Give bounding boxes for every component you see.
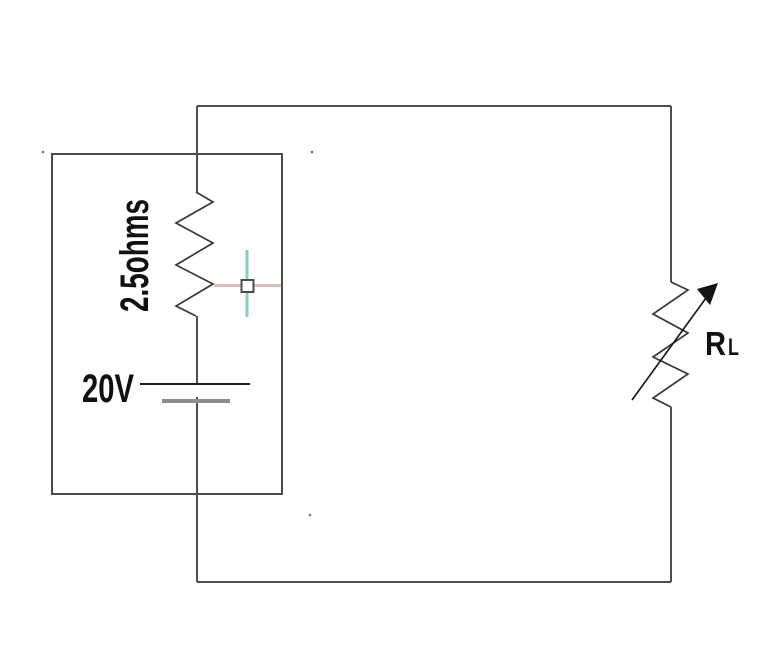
series-resistor-zigzag [174, 191, 215, 317]
series-resistor-label: 2.5ohms [113, 199, 157, 312]
variable-arrow-head-icon [697, 283, 718, 305]
voltage-source-label: 20V [82, 367, 134, 411]
load-resistor-zigzag [651, 281, 690, 408]
variable-arrow-shaft [631, 297, 707, 401]
artifact-dot [308, 513, 312, 517]
pick-box-icon [240, 279, 255, 293]
load-resistor-subscript-label: L [728, 334, 739, 361]
artifact-dot [310, 150, 314, 154]
artifact-dot [41, 150, 45, 154]
source-boundary-box [51, 153, 283, 495]
crosshair-cursor [214, 250, 281, 317]
load-resistor-label: R [705, 325, 726, 362]
